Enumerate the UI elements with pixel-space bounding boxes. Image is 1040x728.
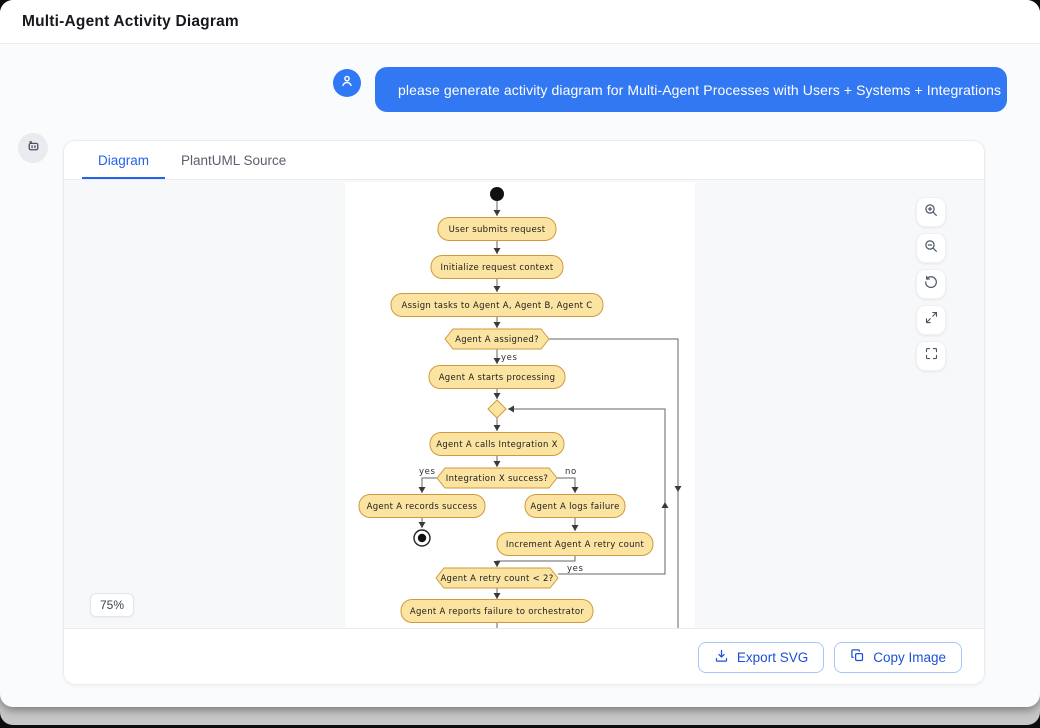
- expand-button[interactable]: [916, 305, 946, 335]
- tab-bar: Diagram PlantUML Source: [64, 141, 984, 179]
- diagram-card: Diagram PlantUML Source yes yes no yes User …: [63, 140, 985, 685]
- svg-text:Assign tasks to Agent A, Agent: Assign tasks to Agent A, Agent B, Agent …: [401, 301, 592, 311]
- svg-text:Agent A starts processing: Agent A starts processing: [439, 373, 556, 383]
- reset-view-button[interactable]: [916, 269, 946, 299]
- copy-icon: [850, 648, 865, 666]
- tab-plantuml-source[interactable]: PlantUML Source: [165, 141, 302, 179]
- svg-text:Increment Agent A retry count: Increment Agent A retry count: [506, 540, 645, 550]
- zoom-out-icon: [923, 238, 939, 259]
- tab-diagram[interactable]: Diagram: [82, 141, 166, 179]
- svg-text:Agent A records success: Agent A records success: [367, 502, 478, 512]
- reset-icon: [923, 274, 939, 295]
- svg-text:yes: yes: [567, 564, 584, 574]
- copy-image-button[interactable]: Copy Image: [834, 641, 962, 673]
- export-svg-button[interactable]: Export SVG: [697, 641, 825, 673]
- svg-text:Agent A reports failure to orc: Agent A reports failure to orchestrator: [410, 607, 584, 617]
- svg-text:yes: yes: [501, 353, 518, 363]
- tab-diagram-label: Diagram: [98, 152, 150, 168]
- zoom-out-button[interactable]: [916, 233, 946, 263]
- bot-avatar: [18, 133, 48, 163]
- card-footer: Export SVG Copy Image: [64, 629, 984, 684]
- copy-image-label: Copy Image: [873, 649, 946, 665]
- svg-text:Agent A calls Integration X: Agent A calls Integration X: [436, 440, 558, 450]
- svg-text:no: no: [565, 467, 577, 477]
- activity-diagram: yes yes no yes User submits requestInitializ…: [358, 187, 682, 628]
- user-message-bubble: please generate activity diagram for Mul…: [375, 67, 1007, 112]
- svg-text:Agent A logs failure: Agent A logs failure: [530, 502, 619, 512]
- svg-text:Initialize request context: Initialize request context: [440, 263, 553, 273]
- fit-view-button[interactable]: [916, 341, 946, 371]
- zoom-level-badge: 75%: [90, 593, 135, 617]
- fit-view-icon: [924, 346, 939, 366]
- svg-text:Agent A retry count < 2?: Agent A retry count < 2?: [440, 574, 553, 584]
- download-icon: [714, 648, 729, 666]
- svg-text:Agent A assigned?: Agent A assigned?: [455, 335, 539, 345]
- svg-text:yes: yes: [419, 467, 436, 477]
- robot-icon: [25, 137, 42, 159]
- page-title: Multi-Agent Activity Diagram: [22, 12, 239, 30]
- user-icon: [339, 73, 355, 94]
- svg-text:User submits request: User submits request: [449, 225, 546, 235]
- tab-plantuml-source-label: PlantUML Source: [181, 152, 287, 168]
- app-surface: Multi-Agent Activity Diagram please gene…: [0, 0, 1040, 707]
- expand-icon: [924, 310, 939, 330]
- app-header: Multi-Agent Activity Diagram: [0, 0, 1040, 44]
- zoom-controls: [916, 197, 946, 371]
- user-message-text: please generate activity diagram for Mul…: [398, 81, 1002, 98]
- svg-text:Integration X success?: Integration X success?: [446, 474, 548, 484]
- user-avatar: [333, 69, 361, 97]
- zoom-in-icon: [923, 202, 939, 223]
- zoom-in-button[interactable]: [916, 197, 946, 227]
- export-svg-label: Export SVG: [736, 649, 809, 665]
